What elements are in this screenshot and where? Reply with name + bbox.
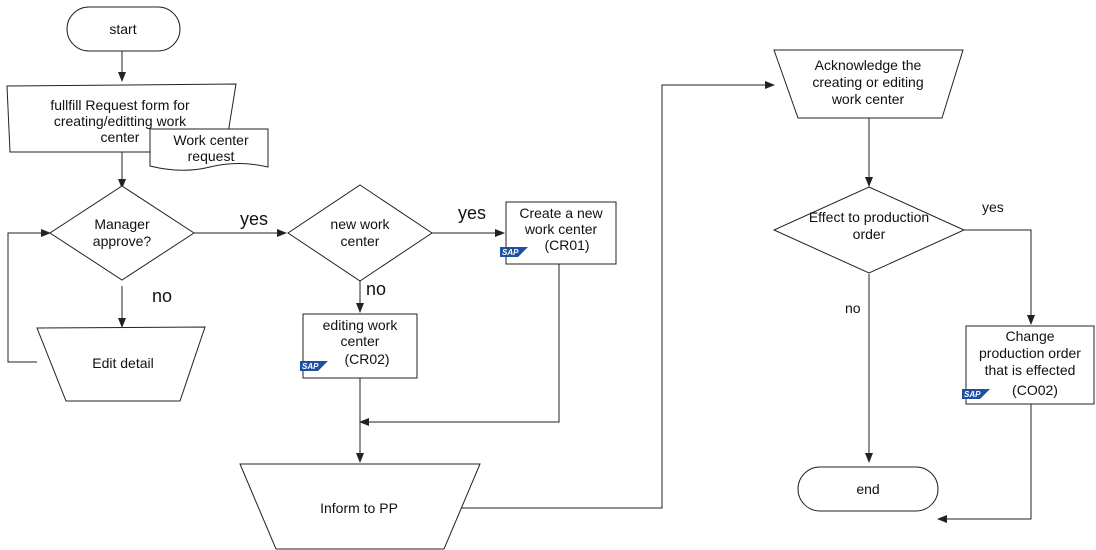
sap-logo-text: SAP — [302, 362, 319, 371]
editing-wc-line3: (CR02) — [344, 351, 389, 367]
sap-logo-icon: SAP — [962, 389, 990, 399]
edge-change-to-end — [937, 404, 1032, 523]
start-terminator: start — [66, 6, 181, 52]
end-label: end — [856, 481, 879, 497]
editing-wc-line2: center — [341, 333, 380, 349]
request-form-line3: center — [101, 129, 140, 145]
create-wc-line1: Create a new — [519, 205, 603, 221]
approve-line1: Manager — [94, 216, 150, 232]
edit-detail-label: Edit detail — [92, 355, 153, 371]
create-work-center-node: Create a new work center (CR01) SAP — [500, 201, 617, 265]
start-label: start — [109, 21, 136, 37]
acknowledge-line1: Acknowledge the — [815, 57, 922, 73]
request-form-line1: fullfill Request form for — [50, 97, 190, 113]
inform-to-pp-node: Inform to PP — [239, 463, 481, 550]
sap-logo-text: SAP — [502, 248, 519, 257]
change-production-order-node: Change production order that is effected… — [962, 325, 1095, 405]
end-terminator: end — [797, 466, 939, 512]
effect-line2: order — [853, 226, 886, 242]
create-wc-line3: (CR01) — [544, 237, 589, 253]
change-po-line1: Change — [1005, 328, 1054, 344]
inform-pp-label: Inform to PP — [320, 500, 398, 516]
sap-logo-icon: SAP — [300, 361, 328, 371]
acknowledge-line2: creating or editing — [812, 74, 923, 90]
edge-create-to-merge — [359, 264, 560, 426]
edge-inform-to-acknowledge — [444, 81, 775, 509]
create-wc-line2: work center — [524, 221, 598, 237]
new-work-center-decision: new work center — [287, 184, 433, 282]
document-line2: request — [188, 148, 235, 164]
yes-label-approve: yes — [240, 209, 268, 229]
change-po-line4: (CO02) — [1012, 382, 1058, 398]
edge-edit-loop — [7, 229, 51, 363]
request-form-node: fullfill Request form for creating/editt… — [6, 83, 237, 153]
editing-wc-line1: editing work — [323, 317, 399, 333]
change-po-line2: production order — [979, 345, 1081, 361]
no-label-new-wc: no — [366, 279, 386, 299]
new-wc-line2: center — [341, 233, 380, 249]
change-po-line3: that is effected — [985, 362, 1076, 378]
acknowledge-line3: work center — [831, 91, 905, 107]
new-wc-line1: new work — [330, 216, 390, 232]
work-center-request-document: Work center request — [149, 128, 269, 171]
edge-effect-yes — [964, 229, 1035, 325]
no-label-effect: no — [845, 300, 861, 316]
effect-line1: Effect to production — [809, 209, 929, 225]
document-line1: Work center — [173, 132, 249, 148]
manager-approve-decision: Manager approve? — [49, 185, 195, 281]
request-form-line2: creating/editting work — [54, 113, 187, 129]
yes-label-new-wc: yes — [458, 203, 486, 223]
yes-label-effect: yes — [982, 199, 1004, 215]
editing-work-center-node: editing work center (CR02) SAP — [300, 313, 418, 379]
no-label-approve: no — [152, 286, 172, 306]
approve-line2: approve? — [93, 233, 152, 249]
effect-to-production-decision: Effect to production order — [772, 186, 966, 274]
sap-logo-icon: SAP — [500, 247, 528, 257]
acknowledge-node: Acknowledge the creating or editing work… — [773, 49, 964, 119]
sap-logo-text: SAP — [964, 390, 981, 399]
edit-detail-node: Edit detail — [36, 326, 206, 402]
connectors — [7, 51, 1035, 523]
